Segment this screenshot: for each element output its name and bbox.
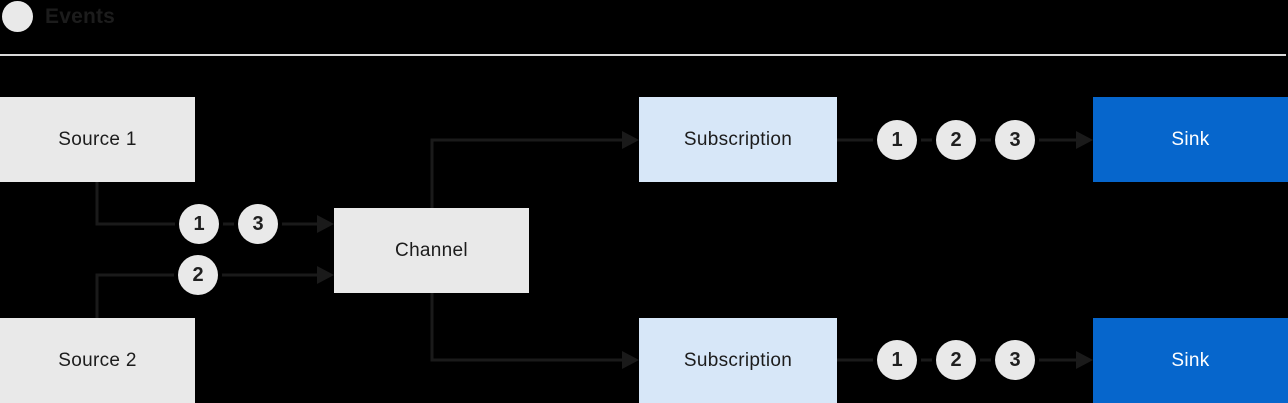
node-subscription-bottom: Subscription: [639, 318, 837, 403]
node-sink-bottom: Sink: [1093, 318, 1288, 403]
event-badge: 2: [178, 255, 218, 295]
events-legend-circle-icon: [2, 1, 33, 32]
arrowhead-channel-to-subscription-bottom: [622, 351, 639, 369]
node-source-2-label: Source 2: [58, 349, 137, 371]
header-divider: [0, 54, 1286, 56]
node-channel-label: Channel: [395, 239, 468, 261]
arrowhead-subscription-bottom-to-sink: [1076, 351, 1093, 369]
event-badge: 3: [995, 340, 1035, 380]
event-badge: 1: [877, 340, 917, 380]
node-sink-top: Sink: [1093, 97, 1288, 182]
event-badge: 3: [238, 204, 278, 244]
arrowhead-source2-to-channel: [317, 266, 334, 284]
arrowhead-channel-to-subscription-top: [622, 131, 639, 149]
node-channel: Channel: [334, 208, 529, 293]
node-subscription-bottom-label: Subscription: [683, 349, 793, 371]
connector-channel-to-subscription-top: [430, 138, 623, 208]
arrowhead-subscription-top-to-sink: [1076, 131, 1093, 149]
events-legend-label: Events: [45, 5, 116, 28]
node-subscription-top: Subscription: [639, 97, 837, 182]
arrowhead-source1-to-channel: [317, 215, 334, 233]
node-source-1-label: Source 1: [58, 128, 137, 150]
node-sink-bottom-label: Sink: [1171, 349, 1210, 371]
event-badge: 1: [179, 204, 219, 244]
connector-channel-to-subscription-bottom: [430, 293, 623, 362]
node-subscription-top-label: Subscription: [683, 128, 793, 150]
connector-source2-to-channel: [95, 273, 318, 318]
event-badge: 3: [995, 120, 1035, 160]
event-badge: 1: [877, 120, 917, 160]
node-source-1: Source 1: [0, 97, 195, 182]
event-badge: 2: [936, 340, 976, 380]
event-badge: 2: [936, 120, 976, 160]
node-sink-top-label: Sink: [1171, 128, 1210, 150]
node-source-2: Source 2: [0, 318, 195, 403]
